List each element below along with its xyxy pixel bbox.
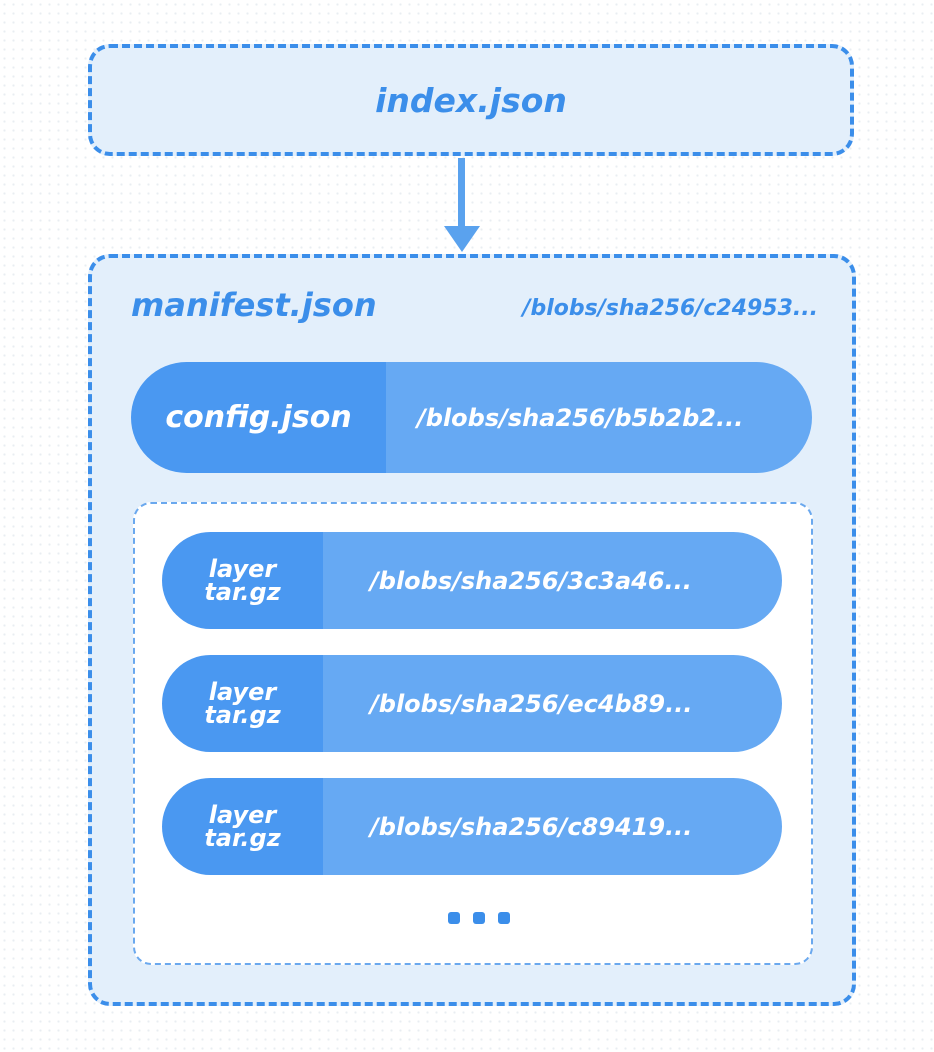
layer-label-line1: layer (208, 554, 277, 583)
layer-label-line1: layer (208, 677, 277, 706)
ellipsis-dot (448, 912, 460, 924)
ellipsis-dot (473, 912, 485, 924)
layer-label: layer tar.gz (162, 532, 323, 629)
layer-label-line2: tar.gz (204, 700, 281, 729)
layer-blob-path: /blobs/sha256/3c3a46... (323, 532, 782, 629)
layer-label: layer tar.gz (162, 778, 323, 875)
arrow-down-line (458, 158, 465, 228)
config-json-pill: config.json /blobs/sha256/b5b2b2... (131, 362, 812, 473)
manifest-json-label: manifest.json (131, 286, 377, 324)
layer-pill: layer tar.gz /blobs/sha256/ec4b89... (162, 655, 782, 752)
layer-blob-path: /blobs/sha256/c89419... (323, 778, 782, 875)
layer-pill: layer tar.gz /blobs/sha256/3c3a46... (162, 532, 782, 629)
layer-label: layer tar.gz (162, 655, 323, 752)
index-json-box: index.json (88, 44, 854, 156)
layer-label-line1: layer (208, 800, 277, 829)
layer-label-line2: tar.gz (204, 823, 281, 852)
ellipsis-dot (498, 912, 510, 924)
layer-label-line2: tar.gz (204, 577, 281, 606)
ellipsis-icon (448, 912, 523, 924)
manifest-blob-path: /blobs/sha256/c24953... (522, 296, 818, 321)
layer-blob-path: /blobs/sha256/ec4b89... (323, 655, 782, 752)
config-json-label: config.json (131, 362, 386, 473)
config-blob-path: /blobs/sha256/b5b2b2... (386, 362, 812, 473)
arrow-down-icon (444, 226, 480, 252)
layer-pill: layer tar.gz /blobs/sha256/c89419... (162, 778, 782, 875)
index-json-label: index.json (375, 80, 567, 120)
